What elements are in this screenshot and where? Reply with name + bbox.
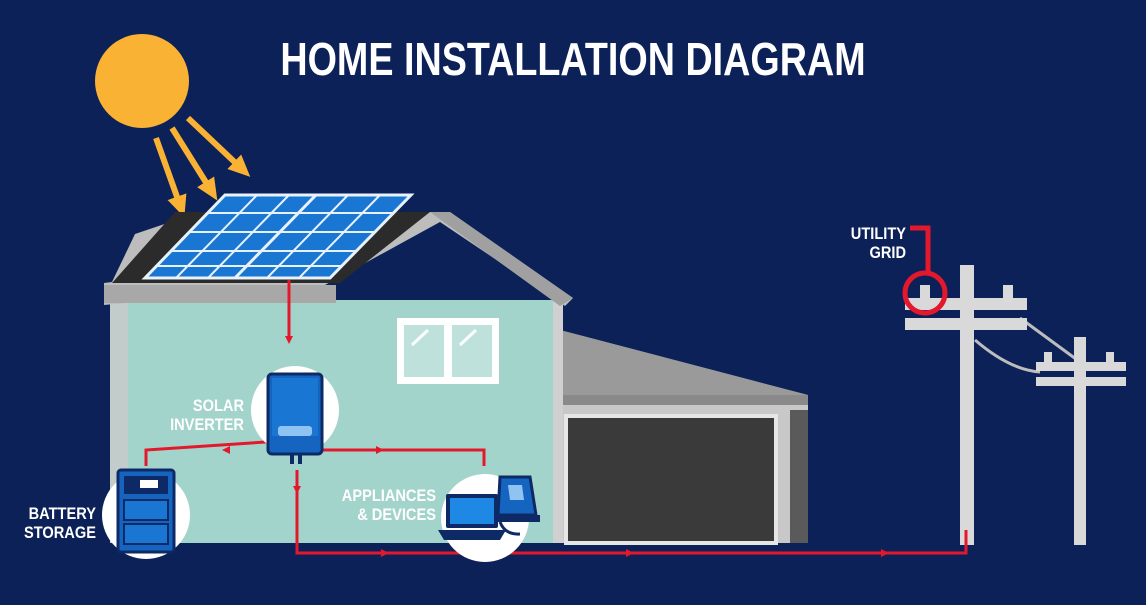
house-window xyxy=(397,318,499,384)
power-flow-lines xyxy=(144,280,968,557)
solar-panel-icon xyxy=(141,193,415,280)
label-line: STORAGE xyxy=(23,523,97,542)
garage xyxy=(555,330,808,545)
label-line: APPLIANCES xyxy=(341,486,436,505)
label-line: INVERTER xyxy=(170,415,244,434)
label-line: UTILITY xyxy=(850,224,906,243)
label-solar-inverter: SOLAR INVERTER xyxy=(155,396,244,434)
label-utility-grid: UTILITY GRID xyxy=(815,224,906,262)
battery-icon xyxy=(102,468,190,559)
label-line: SOLAR xyxy=(192,396,244,415)
label-battery-storage: BATTERY STORAGE xyxy=(13,504,96,542)
sun-icon xyxy=(95,34,251,218)
inverter-icon xyxy=(251,366,339,464)
utility-pole-icon xyxy=(902,225,1126,545)
label-line: BATTERY xyxy=(28,504,97,523)
kettle-icon xyxy=(494,475,540,536)
label-line: & DEVICES xyxy=(357,505,436,524)
label-appliances: APPLIANCES & DEVICES xyxy=(319,486,436,524)
page-title: HOME INSTALLATION DIAGRAM xyxy=(280,33,866,85)
label-line: GRID xyxy=(869,243,906,262)
